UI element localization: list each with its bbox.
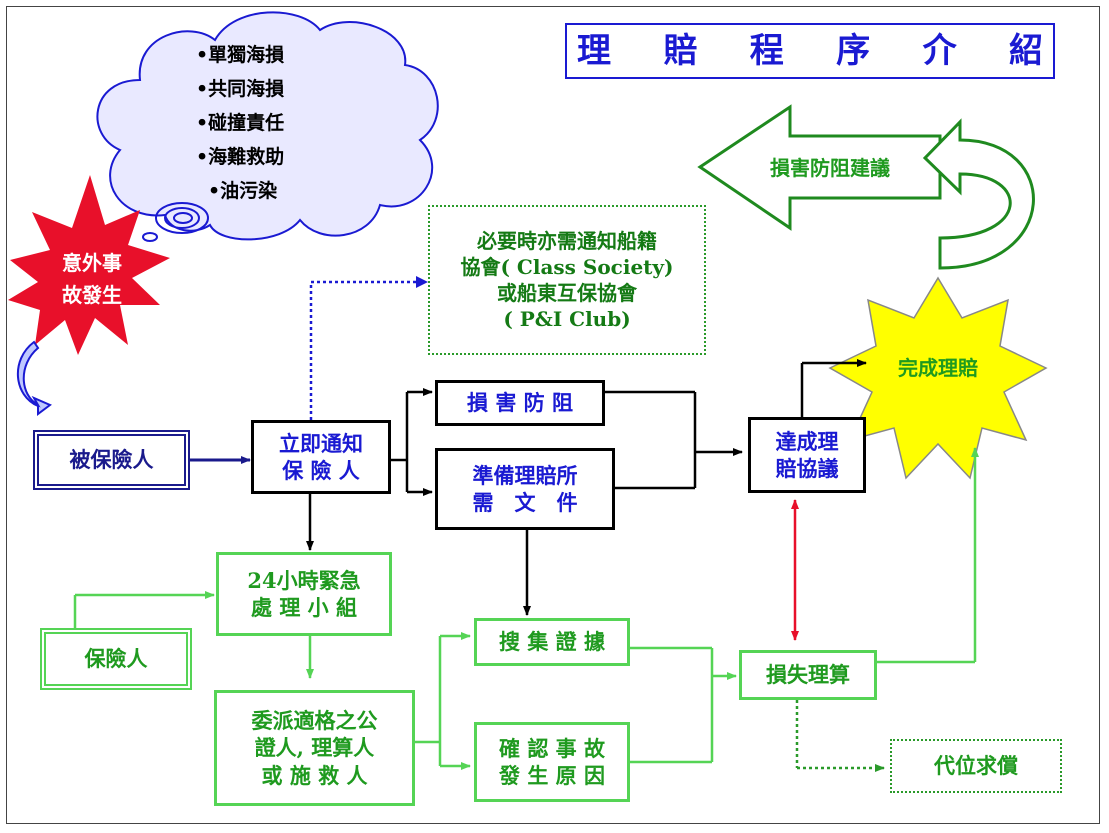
cloud-item: •海難救助 [196,146,285,168]
loss-prevention-box: 損 害 防 阻 [435,380,605,426]
return-curve-arrow [922,118,1035,270]
complete-star [828,276,1048,480]
slide-frame [6,6,1100,824]
appoint-surveyor-box: 委派適格之公 證人, 理算人 或 施 救 人 [214,690,415,806]
title-char: 介 [922,30,957,71]
cloud-item: •油污染 [208,180,278,202]
cloud-item: •碰撞責任 [196,112,285,134]
title-char: 程 [749,30,784,71]
title-char: 紹 [1008,30,1043,71]
cloud-item: •單獨海損 [196,44,285,66]
emergency-team-box: 24小時緊急 處 理 小 組 [216,552,392,636]
advice-arrow-label: 損害防阻建議 [770,156,890,180]
loss-adjustment-box: 損失理算 [739,650,877,700]
page-title: 理 賠 程 序 介 紹 [565,23,1055,79]
cloud-item: •共同海損 [196,78,285,100]
cloud-swirl [142,202,209,242]
insured-box: 被保險人 [33,430,190,490]
confirm-cause-box: 確 認 事 故 發 生 原 因 [474,722,630,802]
complete-label: 完成理賠 [898,356,978,380]
collect-evidence-box: 搜 集 證 據 [474,618,630,666]
insurer-box: 保險人 [40,628,192,690]
title-char: 序 [836,30,871,71]
cloud-shape [96,11,439,241]
class-society-note: 必要時亦需通知船籍 協會( Class Society) 或船東互保協會 ( P… [428,205,706,355]
curved-arrow-icon [17,340,52,416]
prepare-documents-box: 準備理賠所 需 文 件 [435,448,615,530]
title-char: 理 [577,30,611,71]
accident-label: 意外事 故發生 [62,251,122,307]
title-char: 賠 [663,30,698,71]
cloud-loss-types: •單獨海損 •共同海損 •碰撞責任 •海難救助 •油污染 [196,38,356,208]
notify-insurer-box: 立即通知 保 險 人 [251,420,391,494]
agreement-box: 達成理 賠協議 [748,417,866,493]
accident-starburst [8,175,170,355]
subrogation-box: 代位求償 [890,739,1062,793]
